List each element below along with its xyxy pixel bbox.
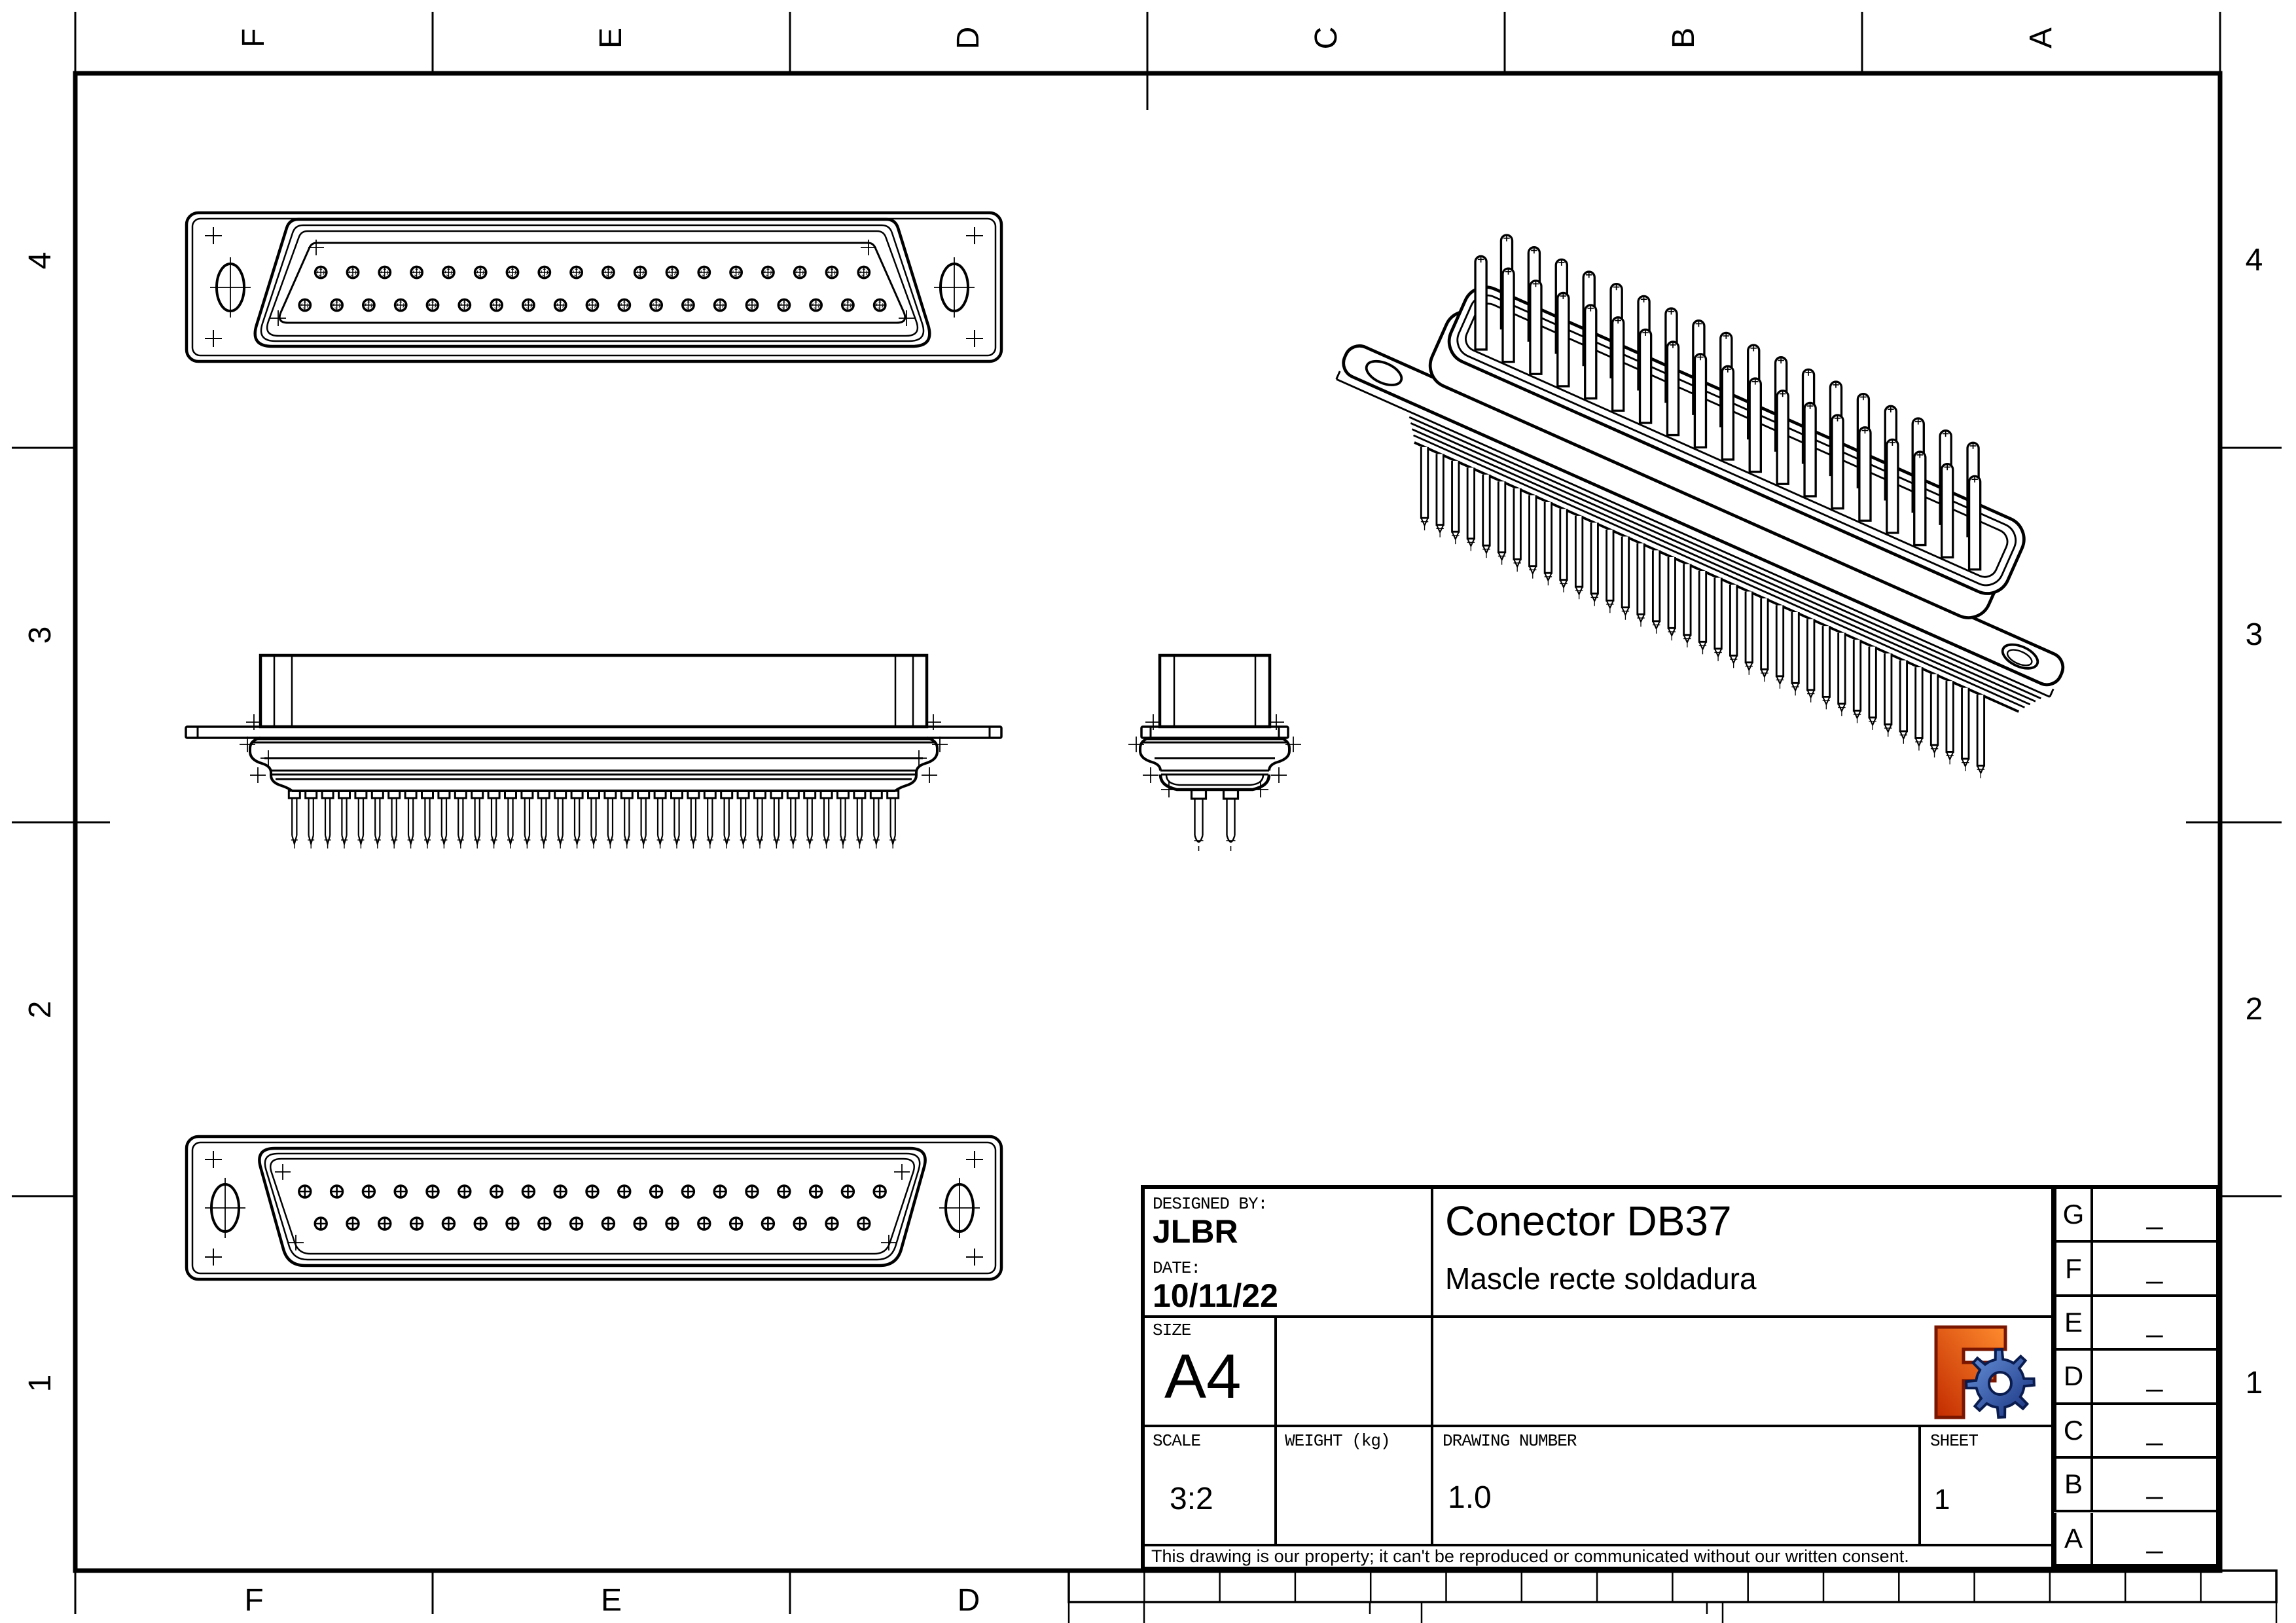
drawing-subtitle: Mascle recte soldadura bbox=[1445, 1262, 1757, 1296]
zone-label-top-f: F bbox=[236, 28, 271, 48]
scale-cell: SCALE 3:2 bbox=[1145, 1427, 1277, 1546]
revision-letter-f: F bbox=[2054, 1243, 2093, 1297]
size-value: A4 bbox=[1164, 1341, 1242, 1412]
revision-value-a: _ bbox=[2093, 1512, 2216, 1567]
revision-letter-b: B bbox=[2054, 1459, 2093, 1513]
size-label: SIZE bbox=[1153, 1321, 1191, 1340]
drawing-number-value: 1.0 bbox=[1448, 1480, 1492, 1515]
scale-label: SCALE bbox=[1153, 1431, 1201, 1451]
revision-value-b: _ bbox=[2093, 1459, 2216, 1513]
drawing-number-cell: DRAWING NUMBER 1.0 bbox=[1433, 1427, 1921, 1546]
revision-letter-e: E bbox=[2054, 1296, 2093, 1351]
sheet-cell: SHEET 1 bbox=[1921, 1427, 2054, 1546]
end-profile-view bbox=[1128, 653, 1301, 851]
zone-label-bottom-f: F bbox=[244, 1583, 264, 1618]
front-face-view bbox=[185, 211, 1003, 363]
drawing-title: Conector DB37 bbox=[1445, 1197, 1732, 1245]
revision-letter-a: A bbox=[2054, 1512, 2093, 1567]
zone-label-top-d: D bbox=[951, 26, 986, 50]
empty-cell bbox=[1277, 1318, 1433, 1427]
date-label: DATE: bbox=[1153, 1258, 1201, 1278]
weight-cell: WEIGHT (kg) bbox=[1277, 1427, 1433, 1546]
zone-label-top-c: C bbox=[1309, 26, 1344, 50]
zone-label-top-a: A bbox=[2024, 27, 2058, 49]
zone-label-bottom-e: E bbox=[600, 1583, 622, 1618]
designed-by-label: DESIGNED BY: bbox=[1153, 1194, 1268, 1214]
disclaimer-text: This drawing is our property; it can't b… bbox=[1151, 1546, 1909, 1566]
sheet-value: 1 bbox=[1934, 1484, 1950, 1516]
disclaimer-cell: This drawing is our property; it can't b… bbox=[1145, 1546, 2054, 1567]
zone-label-right-3: 3 bbox=[2245, 617, 2263, 652]
title-cell: Conector DB37 Mascle recte soldadura bbox=[1433, 1189, 2054, 1318]
zone-label-top-e: E bbox=[594, 27, 628, 49]
revision-value-e: _ bbox=[2093, 1296, 2216, 1351]
sheet-label: SHEET bbox=[1930, 1431, 1979, 1451]
zone-label-left-3: 3 bbox=[23, 626, 58, 644]
revision-value-g: _ bbox=[2093, 1189, 2216, 1243]
side-elevation-view bbox=[185, 653, 1003, 848]
revision-value-d: _ bbox=[2093, 1351, 2216, 1405]
freecad-logo bbox=[1934, 1325, 2036, 1419]
designed-by-value: JLBR bbox=[1153, 1213, 1238, 1250]
date-value: 10/11/22 bbox=[1153, 1277, 1278, 1314]
title-block: DESIGNED BY: JLBR DATE: 10/11/22 Conecto… bbox=[1141, 1185, 2220, 1571]
zone-label-left-4: 4 bbox=[23, 251, 58, 270]
zone-label-bottom-d: D bbox=[957, 1583, 980, 1618]
logo-gear-icon bbox=[1965, 1348, 2036, 1419]
weight-label: WEIGHT (kg) bbox=[1285, 1431, 1391, 1451]
zone-label-left-1: 1 bbox=[23, 1374, 58, 1393]
isometric-view bbox=[1335, 234, 2065, 778]
revision-letter-g: G bbox=[2054, 1189, 2093, 1243]
rear-face-view bbox=[185, 1135, 1003, 1281]
logo-cell bbox=[1433, 1318, 2054, 1427]
drawing-number-label: DRAWING NUMBER bbox=[1443, 1431, 1577, 1451]
zone-label-left-2: 2 bbox=[23, 1000, 58, 1019]
revision-value-f: _ bbox=[2093, 1243, 2216, 1297]
zone-label-top-b: B bbox=[1666, 27, 1701, 49]
zone-label-right-2: 2 bbox=[2245, 992, 2263, 1027]
revision-letter-d: D bbox=[2054, 1351, 2093, 1405]
zone-label-right-1: 1 bbox=[2245, 1366, 2263, 1400]
zone-label-right-4: 4 bbox=[2245, 243, 2263, 278]
revision-value-c: _ bbox=[2093, 1404, 2216, 1459]
scale-value: 3:2 bbox=[1170, 1482, 1213, 1516]
designed-by-cell: DESIGNED BY: JLBR DATE: 10/11/22 bbox=[1145, 1189, 1433, 1318]
size-cell: SIZE A4 bbox=[1145, 1318, 1277, 1427]
revision-letter-c: C bbox=[2054, 1404, 2093, 1459]
